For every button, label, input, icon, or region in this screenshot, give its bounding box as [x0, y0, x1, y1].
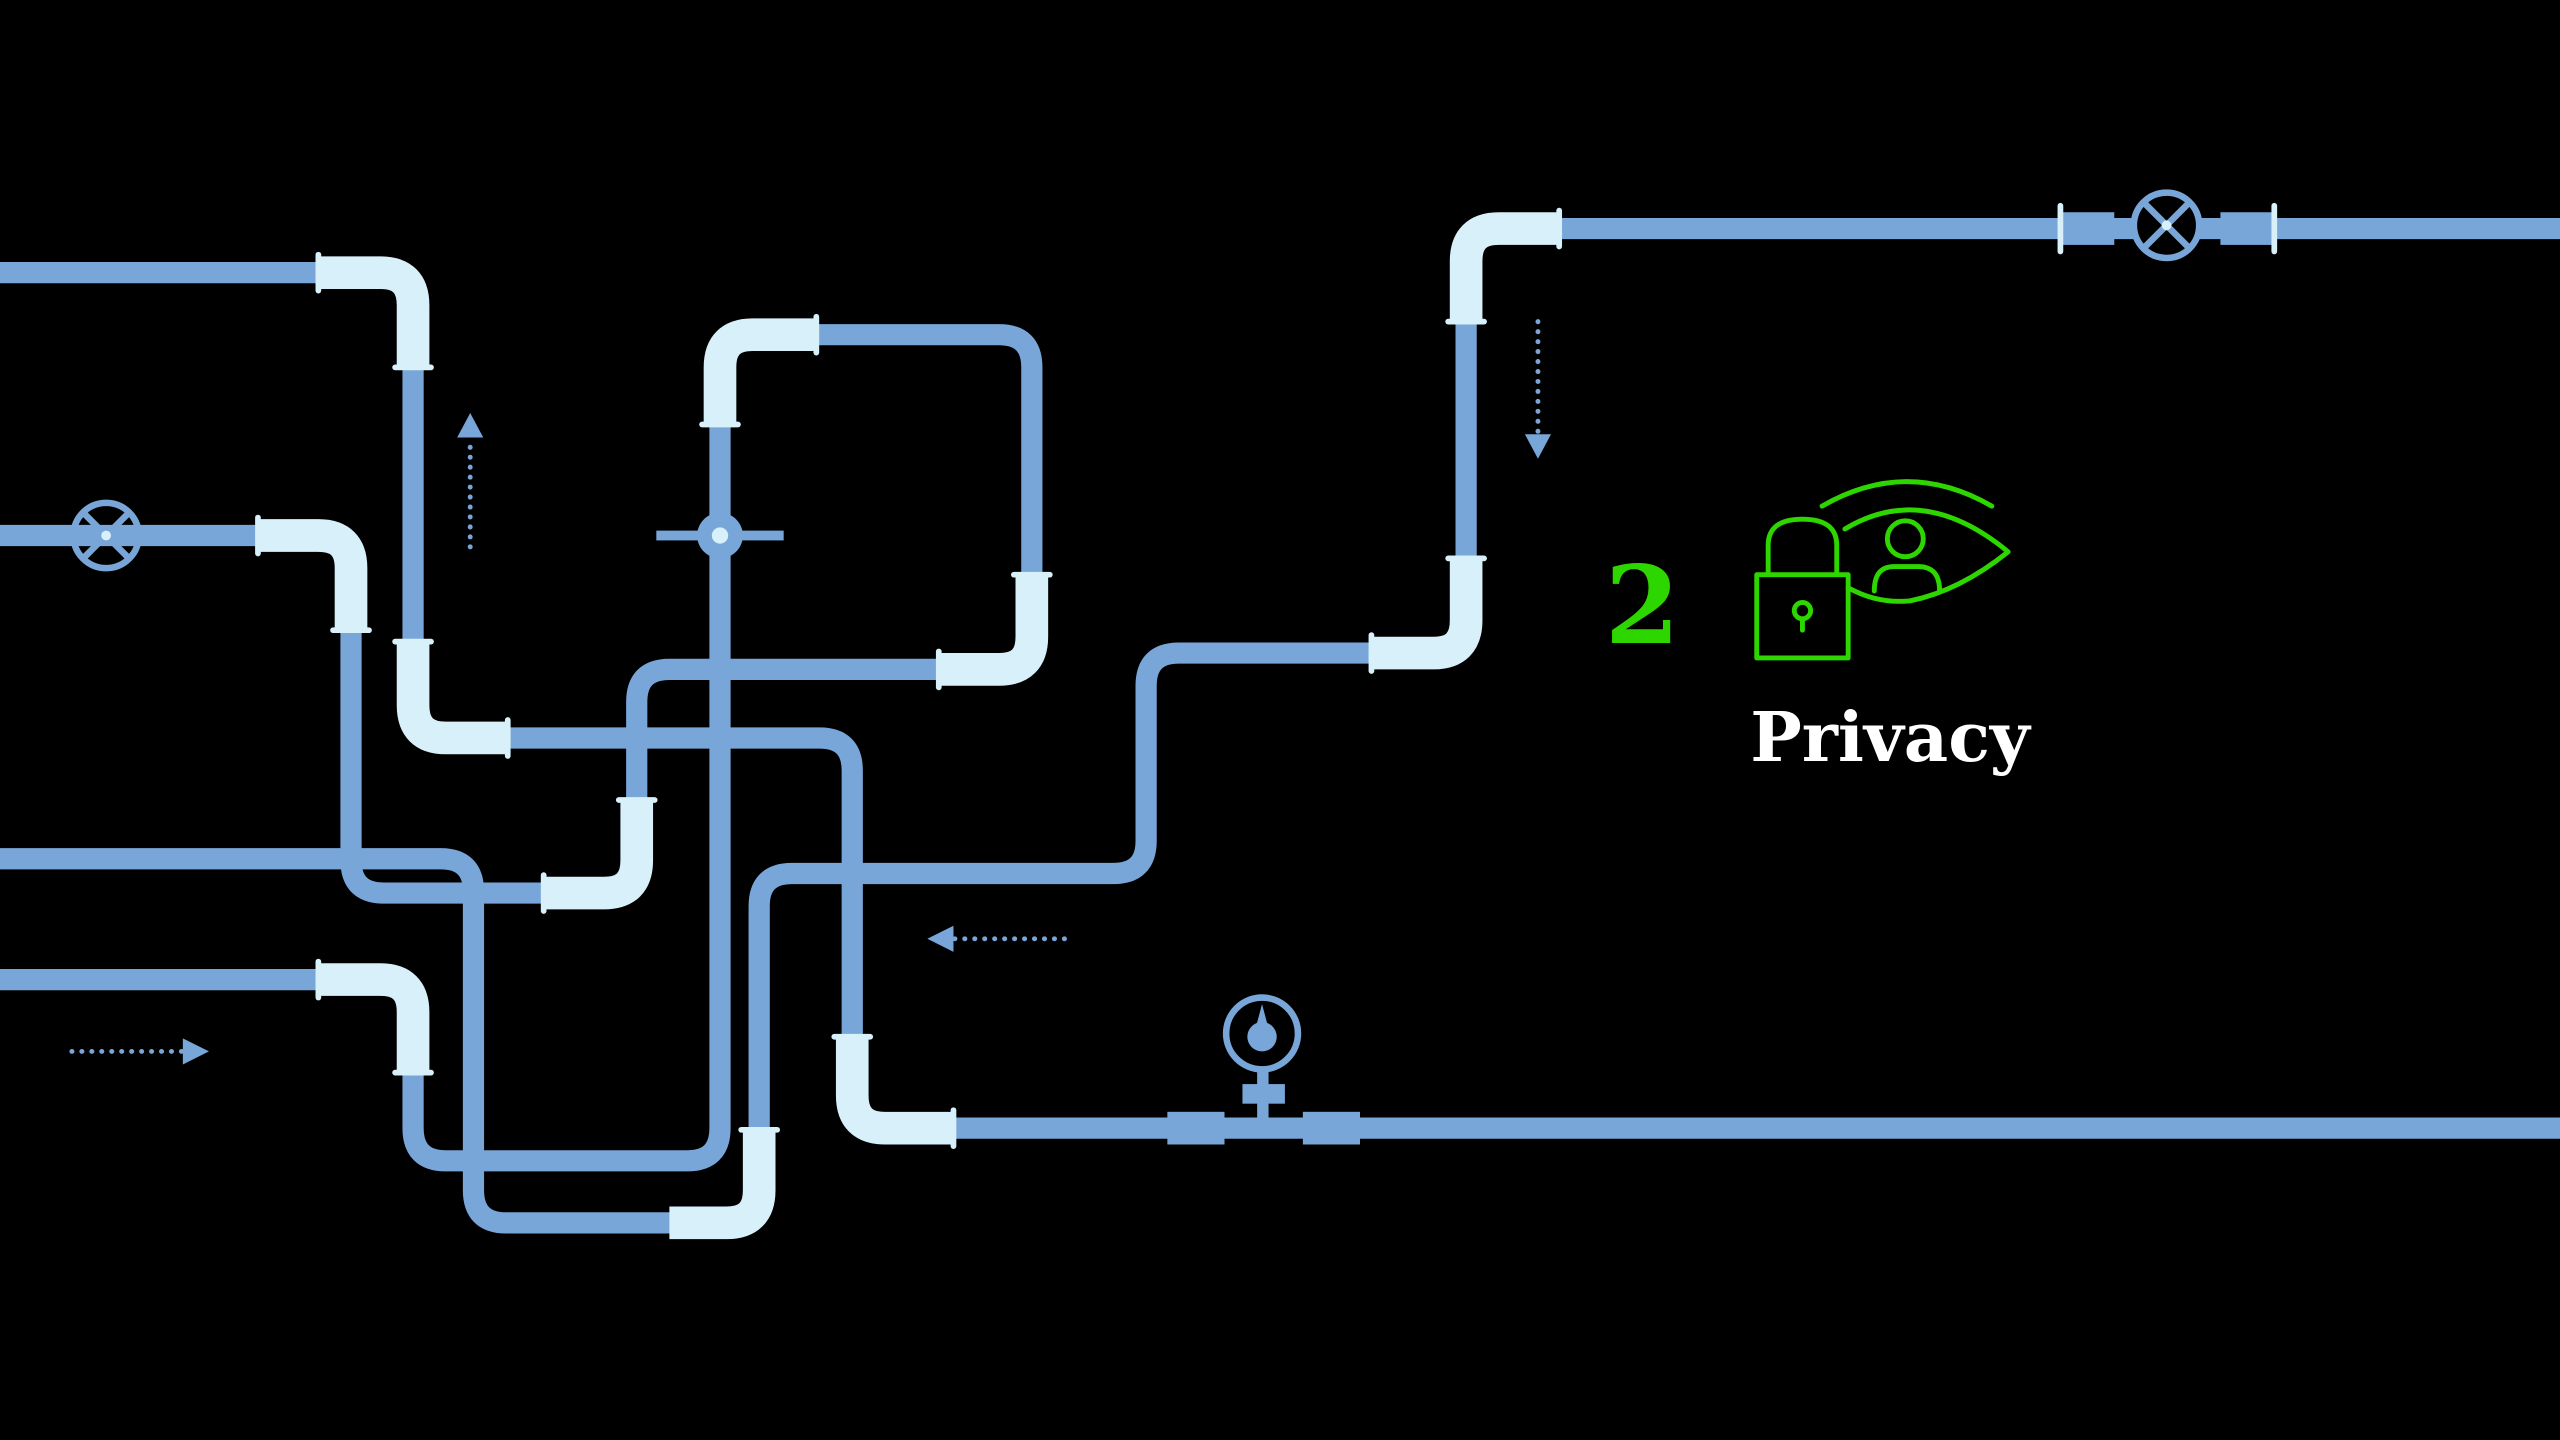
- flow-arrow-right-icon: [69, 1038, 209, 1065]
- flow-arrow-left-icon: [927, 925, 1067, 952]
- flow-arrow-down-icon: [1524, 319, 1552, 459]
- valve-wheel-left-icon: [70, 499, 143, 572]
- pipe-top-left: [0, 251, 2560, 1149]
- pipe-loop: [0, 313, 1053, 1172]
- pressure-gauge-icon: [1167, 994, 1360, 1145]
- section-title: Privacy: [1750, 698, 2032, 778]
- section-number: 2: [1605, 543, 1680, 669]
- valve-cross-icon: [656, 512, 784, 559]
- pipe-long: [0, 207, 2560, 1240]
- valve-wheel-right-icon: [2057, 189, 2278, 262]
- flow-arrow-up-icon: [457, 413, 484, 550]
- lock-eye-person-icon: [1754, 479, 2011, 661]
